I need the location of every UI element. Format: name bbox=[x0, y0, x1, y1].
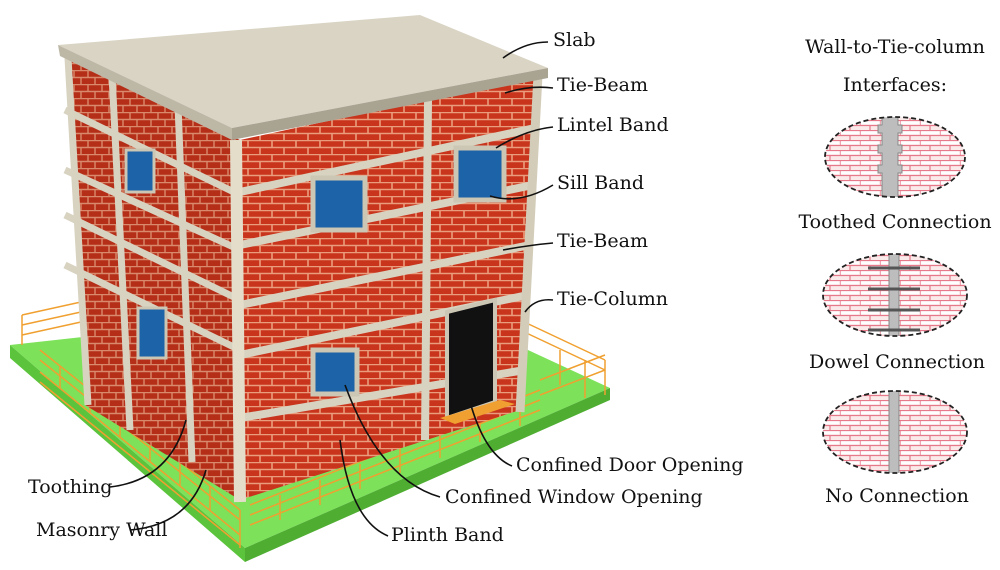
label-tie-beam-mid: Tie-Beam bbox=[557, 230, 648, 252]
label-slab: Slab bbox=[553, 29, 596, 51]
leader-lines bbox=[109, 41, 554, 537]
window-front-upper-right bbox=[453, 145, 507, 203]
interface-none bbox=[822, 390, 968, 474]
interfaces-title-line2: Interfaces: bbox=[842, 74, 948, 96]
door-opening bbox=[445, 297, 497, 421]
front-face-frame bbox=[239, 99, 536, 441]
label-sill-band: Sill Band bbox=[557, 172, 644, 194]
label-lintel-band: Lintel Band bbox=[557, 114, 669, 136]
window-left-lower bbox=[136, 306, 168, 360]
interface-label-none: No Connection bbox=[825, 485, 969, 507]
label-tie-column: Tie-Column bbox=[557, 288, 668, 310]
label-toothing: Toothing bbox=[28, 476, 113, 498]
window-left-upper bbox=[124, 148, 156, 194]
interface-label-dowel: Dowel Connection bbox=[808, 351, 986, 373]
tie-column-corner bbox=[230, 139, 246, 503]
interface-dowel bbox=[822, 253, 968, 337]
left-masonry-wall bbox=[65, 55, 240, 500]
slab bbox=[58, 15, 548, 128]
window-front-lower bbox=[310, 347, 360, 397]
interface-toothed bbox=[824, 116, 966, 198]
label-door-opening: Confined Door Opening bbox=[516, 454, 744, 476]
label-window-opening: Confined Window Opening bbox=[445, 486, 703, 508]
label-tie-beam-top: Tie-Beam bbox=[557, 74, 648, 96]
interfaces-title-line1: Wall-to-Tie-column bbox=[805, 36, 985, 58]
window-front-upper-left bbox=[310, 175, 368, 233]
interface-label-toothed: Toothed Connection bbox=[798, 211, 992, 233]
label-plinth-band: Plinth Band bbox=[391, 524, 504, 546]
label-masonry-wall: Masonry Wall bbox=[36, 519, 168, 541]
